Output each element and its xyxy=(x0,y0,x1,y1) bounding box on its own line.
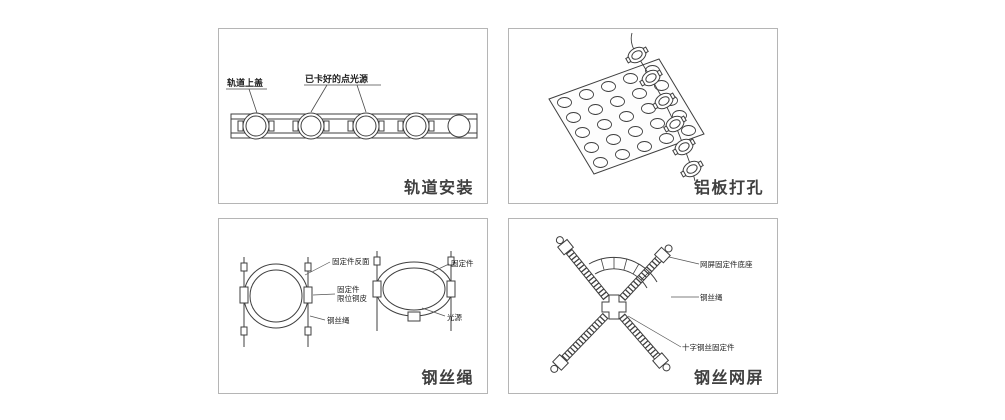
panel-title-steel-wire-rope: 钢丝绳 xyxy=(421,370,474,387)
callouts: 轨道上盖 已卡好的点光源 xyxy=(227,73,368,88)
callout-cross-wire-fixture: 十字钢丝固定件 xyxy=(682,342,735,352)
panel-track-installation: 轨道上盖 已卡好的点光源 轨道安装 xyxy=(218,28,488,204)
panel-title-steel-wire-mesh-screen: 钢丝网屏 xyxy=(693,370,764,387)
point-light-modules xyxy=(237,112,471,140)
callout-mesh-fixture-base: 网屏固定件底座 xyxy=(700,259,753,269)
panel-steel-wire-mesh-screen: 网屏固定件底座 钢丝绳 十字钢丝固定件 钢丝网屏 xyxy=(508,218,778,394)
leader-lines xyxy=(304,261,450,321)
callout-fixture-back: 固定件反面 xyxy=(332,256,370,266)
callout-fixture-limit-line1: 固定件 xyxy=(337,284,360,294)
callout-light-source: 光源 xyxy=(447,312,462,322)
callout-clipped-lights: 已卡好的点光源 xyxy=(305,73,368,84)
callout-wire-rope: 钢丝绳 xyxy=(327,315,350,325)
plate-drilling-drawing xyxy=(548,32,705,182)
panel-steel-wire-rope: 固定件反面 固定件 固定件 限位铜皮 钢丝绳 光源 钢丝绳 xyxy=(218,218,488,394)
callout-fixture-limit-line2: 限位铜皮 xyxy=(337,293,367,303)
callout-fixture: 固定件 xyxy=(451,258,474,268)
callout-track-cover: 轨道上盖 xyxy=(227,77,263,88)
fixture-back-side xyxy=(239,257,313,347)
leader-lines xyxy=(627,256,700,348)
wire-rope-drawing: 固定件反面 固定件 固定件 限位铜皮 钢丝绳 光源 xyxy=(239,251,474,347)
mesh-fan-section xyxy=(588,256,658,289)
wire-mesh-drawing: 网屏固定件底座 钢丝绳 十字钢丝固定件 xyxy=(550,236,753,373)
panel-title-track-installation: 轨道安装 xyxy=(403,180,474,197)
panel-aluminum-plate-drilling: 铝板打孔 xyxy=(508,28,778,204)
callout-wire-rope: 钢丝绳 xyxy=(700,292,723,302)
callouts: 固定件反面 固定件 固定件 限位铜皮 钢丝绳 光源 xyxy=(327,256,474,325)
cross-wire-fixture xyxy=(601,294,627,320)
callouts: 网屏固定件底座 钢丝绳 十字钢丝固定件 xyxy=(682,259,753,352)
track-installation-drawing: 轨道上盖 已卡好的点光源 xyxy=(226,73,478,140)
mesh-arms xyxy=(550,236,673,373)
fixture-front-side xyxy=(372,251,456,331)
leader-lines xyxy=(226,84,381,114)
led-module-string xyxy=(625,32,704,182)
panel-title-aluminum-plate-drilling: 铝板打孔 xyxy=(693,180,764,197)
